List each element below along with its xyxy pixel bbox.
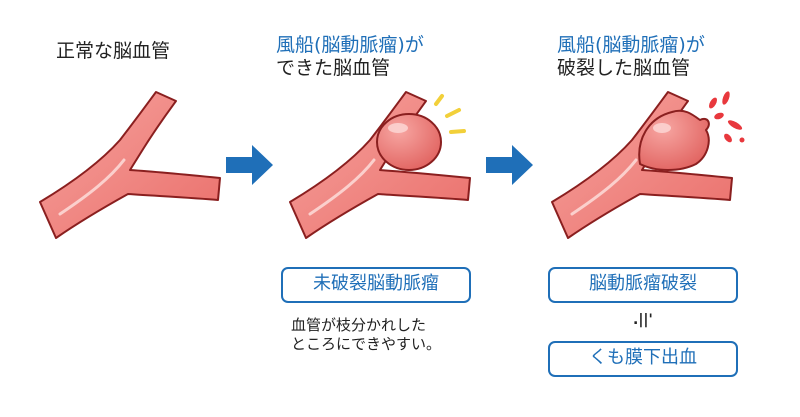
unruptured-aneurysm-label: 未破裂脳動脈瘤 (281, 267, 471, 303)
blood-drop-6 (739, 137, 745, 143)
caption-aneurysm-vessel: 風船(脳動脈瘤)が できた脳血管 (276, 34, 424, 80)
caption-aneurysm-line1: 風船(脳動脈瘤)が (276, 34, 424, 56)
arrow-2 (486, 145, 533, 185)
blood-drop-3 (714, 112, 724, 120)
subarachnoid-hemorrhage-label: くも膜下出血 (548, 341, 738, 377)
spark-3 (449, 129, 466, 134)
arrow-2-shape (486, 145, 533, 185)
caption-ruptured-line2: 破裂した脳血管 (557, 57, 691, 79)
caption-normal-vessel: 正常な脳血管 (56, 40, 170, 63)
blood-drop-1 (709, 97, 717, 109)
blood-drop-5 (724, 133, 732, 143)
blood-splatter (709, 91, 745, 143)
aneurysm-bulge (376, 113, 442, 171)
normal-vessel-shape (39, 91, 221, 239)
aneurysm-vessel-illustration (289, 91, 471, 239)
aneurysm-shine (388, 123, 408, 133)
normal-vessel-illustration (39, 91, 221, 239)
aneurysm-vessel-shape (289, 91, 471, 239)
normal-vessel-highlight (58, 158, 126, 216)
ruptured-aneurysm-shine (653, 123, 671, 133)
ruptured-vessel-highlight (570, 158, 638, 216)
spark-1 (434, 94, 444, 106)
warning-sparks (434, 94, 466, 134)
ruptured-aneurysm-label: 脳動脈瘤破裂 (548, 267, 738, 303)
spark-2 (445, 108, 461, 118)
aneurysm-vessel-highlight (308, 158, 376, 216)
ruptured-vessel-illustration (551, 91, 745, 239)
branch-point-note: 血管が枝分かれした ところにできやすい。 (291, 316, 441, 354)
note-line2: ところにできやすい。 (291, 335, 442, 353)
therefore-symbol: .||' (633, 312, 653, 328)
caption-ruptured-vessel: 風船(脳動脈瘤)が 破裂した脳血管 (557, 34, 705, 80)
caption-normal-line1: 正常な脳血管 (56, 40, 171, 62)
caption-aneurysm-line2: できた脳血管 (276, 57, 391, 79)
caption-ruptured-line1: 風船(脳動脈瘤)が (557, 34, 705, 56)
blood-drop-4 (727, 120, 743, 130)
arrow-1 (226, 145, 273, 185)
note-line1: 血管が枝分かれした (291, 316, 427, 334)
arrow-1-shape (226, 145, 273, 185)
blood-drop-2 (722, 91, 730, 105)
